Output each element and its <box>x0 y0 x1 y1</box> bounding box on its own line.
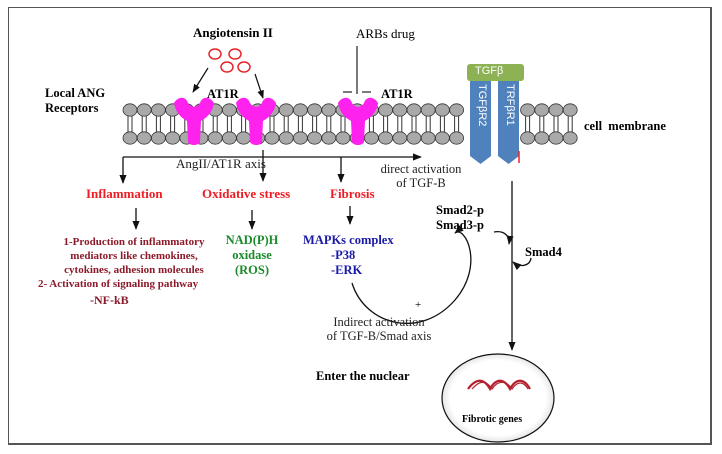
tgf-beta-receptor-complex <box>467 64 524 164</box>
inflammation-detail-2: mediators like chemokines, <box>70 250 198 262</box>
at1r-receptor-icon <box>174 97 214 145</box>
fibrotic-genes-label: Fibrotic genes <box>462 414 523 425</box>
indirect-activation-label: Indirect activation of TGF-B/Smad axis <box>306 315 452 344</box>
lipid-head <box>307 131 323 145</box>
dna-helix-icon <box>467 379 531 392</box>
trfbr1-label: TRFβR1 <box>504 84 516 126</box>
arbs-drug-label: ARBs drug <box>356 26 415 41</box>
smad23-join-arrow <box>493 231 514 245</box>
lipid-head <box>434 103 450 117</box>
lipid-head <box>207 131 223 145</box>
nadph-oxidase-details: NAD(P)H oxidase (ROS) <box>216 233 288 278</box>
mapk-complex-label: MAPKs complex <box>303 233 394 247</box>
figure-frame <box>8 7 712 445</box>
lipid-head <box>150 103 166 117</box>
indirect-activation-loop <box>351 225 472 324</box>
lipid-head <box>236 131 252 145</box>
smad2p-label: Smad2-p <box>436 203 484 217</box>
lipid-head <box>122 131 138 145</box>
arrow-ang-to-at1r-right <box>254 73 264 99</box>
lipid-head <box>165 131 181 145</box>
receptors-label: Receptors <box>45 101 99 115</box>
lipid-head <box>278 131 294 145</box>
tgfbr2-receptor <box>470 81 491 164</box>
lipid-head <box>321 131 337 145</box>
enter-nuclear-label: Enter the nuclear <box>316 369 410 383</box>
oxidative-stress-label: Oxidative stress <box>202 186 291 201</box>
erk-label: -ERK <box>331 263 363 277</box>
lipid-head <box>335 131 351 145</box>
lipid-head <box>221 103 237 117</box>
lipid-head <box>406 131 422 145</box>
lipid-head <box>562 103 578 117</box>
ros-label: (ROS) <box>234 263 270 277</box>
direct-activation-line2: of TGF-B <box>396 176 446 191</box>
lipid-head <box>520 103 535 117</box>
arbs-inhibition-icon <box>343 46 371 94</box>
lipid-head <box>221 131 237 145</box>
lipid-head <box>534 131 550 145</box>
nadph-label: NAD(P)H <box>225 233 279 247</box>
lipid-head <box>392 103 408 117</box>
indirect-activation-line1: Indirect activation <box>333 315 425 329</box>
axis-label: AngII/AT1R axis <box>176 156 266 171</box>
smad23-label: Smad2-p Smad3-p <box>436 203 484 233</box>
lipid-head <box>307 103 323 117</box>
direct-activation-line1: direct activation <box>380 162 462 176</box>
lipid-head <box>321 103 337 117</box>
smad4-join-arrow <box>512 257 532 271</box>
smad3p-label: Smad3-p <box>436 218 484 232</box>
p38-label: -P38 <box>331 248 356 262</box>
inflammation-details: 1-Production of inflammatory mediators l… <box>36 235 232 277</box>
inflammation-label: Inflammation <box>86 186 163 201</box>
lipid-head <box>136 131 152 145</box>
inflammation-detail-1: 1-Production of inflammatory <box>63 236 205 248</box>
lipid-head <box>420 103 436 117</box>
lipid-head <box>378 131 394 145</box>
lipid-head <box>278 103 294 117</box>
tgfb-ligand <box>467 64 524 81</box>
at1r-label-right: AT1R <box>381 87 413 101</box>
cell-membrane-label: cell membrane <box>584 119 666 133</box>
lipid-head <box>292 131 308 145</box>
inflammation-detail-4: 2- Activation of signaling pathway <box>38 278 199 290</box>
tgfb-label: TGFβ <box>475 65 504 77</box>
lipid-head <box>406 103 422 117</box>
direct-activation-label: direct activation of TGF-B <box>362 162 480 191</box>
at1r-label-left: AT1R <box>207 87 239 101</box>
lipid-head <box>434 131 450 145</box>
indirect-activation-line2: of TGF-B/Smad axis <box>326 329 432 344</box>
lipid-head <box>562 131 578 145</box>
at1r-receptor-icon <box>338 97 378 145</box>
tgfbr2-label: TGFβR2 <box>476 84 488 127</box>
lipid-head <box>150 131 166 145</box>
inflammation-detail-3: cytokines, adhesion molecules <box>64 264 204 276</box>
lipid-head <box>449 131 465 145</box>
trfbr1-receptor <box>498 81 519 164</box>
lipid-head <box>292 103 308 117</box>
smad4-label: Smad4 <box>525 245 562 259</box>
lipid-head <box>264 131 280 145</box>
nfkb-label: -NF-kB <box>90 293 129 307</box>
at1r-receptor-icon <box>236 97 276 145</box>
local-ang-label: Local ANG <box>45 86 106 100</box>
fibrosis-label: Fibrosis <box>330 186 375 201</box>
oxidase-label: oxidase <box>232 248 272 262</box>
arrow-ang-to-at1r-left <box>192 67 209 93</box>
angiotensin-molecules-icon <box>208 48 251 73</box>
lipid-head <box>449 103 465 117</box>
angiotensin-label: Angiotensin II <box>193 25 273 40</box>
lipid-head <box>392 131 408 145</box>
nucleus <box>441 353 555 443</box>
lipid-head <box>548 131 564 145</box>
plus-sign: + <box>415 299 422 311</box>
lipid-head <box>548 103 564 117</box>
lipid-head <box>122 103 138 117</box>
lipid-head <box>420 131 436 145</box>
lipid-head <box>136 103 152 117</box>
lipid-head <box>520 131 535 145</box>
lipid-head <box>534 103 550 117</box>
lipid-head <box>378 103 394 117</box>
lipid-head <box>363 131 379 145</box>
